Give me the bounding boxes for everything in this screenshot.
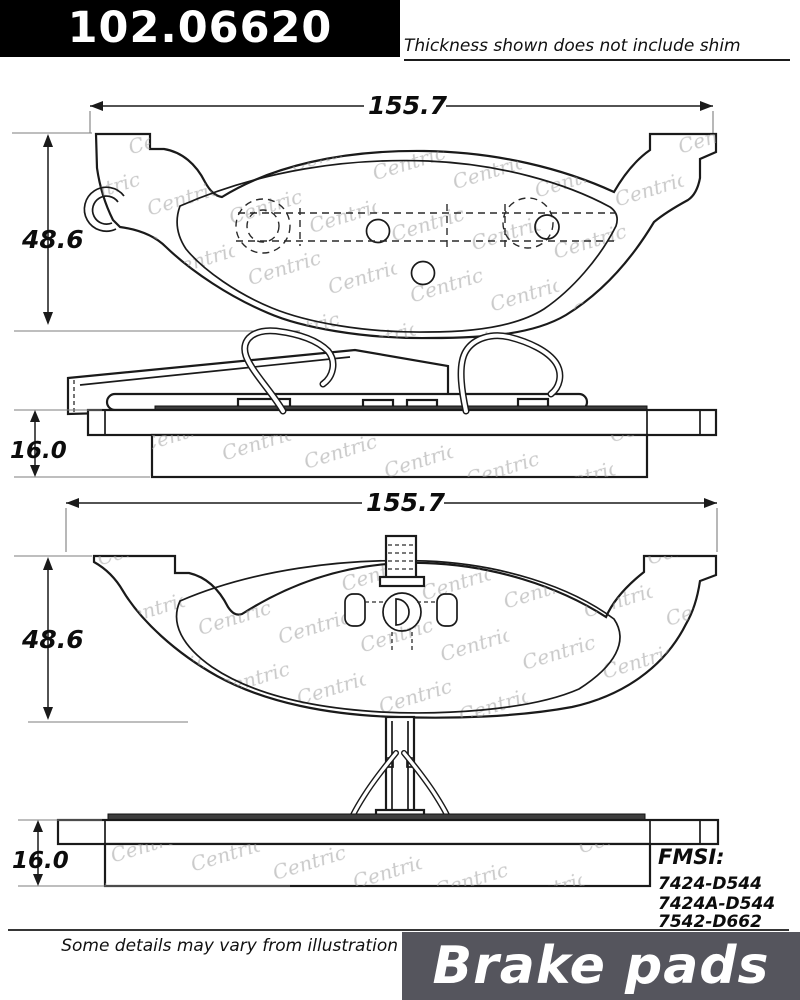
pad-side-view-1: 16.0 <box>10 327 718 479</box>
sensor-base <box>378 575 426 588</box>
pad-watermark-fill-2 <box>94 556 716 718</box>
fmsi-block: FMSI: 7424-D544 7424A-D544 7542-D662 <box>658 845 775 932</box>
arrowhead-down <box>30 465 40 477</box>
dim-height-label-2: 48.6 <box>21 625 84 654</box>
pad-side-view-2: 16.0 <box>12 715 720 888</box>
dashed-guide-circle <box>246 209 280 243</box>
arrowhead-left <box>90 101 103 111</box>
arrowhead-up <box>33 820 43 832</box>
footer-note-text: Some details may vary from illustration <box>61 936 398 956</box>
arrowhead-left <box>66 498 79 508</box>
part-number: 102.06620 <box>67 3 333 53</box>
rivet-hole <box>410 260 436 286</box>
sensor-wing <box>344 593 366 627</box>
retainer-clip-highlight <box>242 328 336 413</box>
fmsi-code: 7542-D662 <box>658 912 762 932</box>
friction-outline-1 <box>176 159 618 333</box>
dim-thickness-label-1: 16.0 <box>10 438 67 464</box>
product-banner-label: Brake pads <box>432 936 770 996</box>
arrowhead-down <box>43 312 53 325</box>
spring-arm-highlight <box>402 751 449 817</box>
arrowhead-up <box>43 134 53 147</box>
dim-width-label-1: 155.7 <box>368 91 448 120</box>
dim-label-bg <box>364 90 446 120</box>
sensor-d-slot <box>395 598 410 626</box>
part-number-plate: 102.06620 <box>0 0 400 57</box>
thickness-note-text: Thickness shown does not include shim <box>404 36 741 56</box>
dashed-guide-circle <box>502 197 554 249</box>
friction-watermark-2 <box>105 844 650 886</box>
pad-face-view-2: 155.7 48.6 <box>14 487 718 723</box>
thickness-note: Thickness shown does not include shim <box>404 36 790 61</box>
product-banner: Brake pads <box>402 932 800 1000</box>
rivet-hole <box>365 218 391 244</box>
arrowhead-up <box>43 557 53 570</box>
sensor-pin <box>384 715 416 821</box>
friction-watermark-1 <box>152 435 647 477</box>
wear-sensor-detail <box>344 534 458 652</box>
arrowhead-up <box>30 410 40 422</box>
pad-watermark-fill-1 <box>96 134 716 339</box>
dim-width-label-2: 155.7 <box>366 488 446 517</box>
dim-height-label-1: 48.6 <box>21 225 84 254</box>
sensor-ring <box>382 592 422 632</box>
arrowhead-down <box>33 874 43 886</box>
pad-face-view-1: 155.7 48.6 <box>12 90 718 340</box>
dashed-guide-circle <box>235 198 291 254</box>
sensor-wing <box>436 593 458 627</box>
fmsi-heading: FMSI: <box>658 845 725 869</box>
arrowhead-down <box>43 707 53 720</box>
hook-tab-outer <box>83 186 125 232</box>
footer-note: Some details may vary from illustration <box>58 936 398 956</box>
arrowhead-right <box>700 101 713 111</box>
retainer-clip-highlight <box>459 333 562 413</box>
fmsi-code: 7424-D544 <box>658 874 762 894</box>
dim-label-bg <box>362 487 444 517</box>
spring-arm-highlight <box>351 751 398 817</box>
sensor-body <box>384 534 418 580</box>
hook-tab-inner <box>91 195 119 225</box>
rivet-hole <box>534 214 560 240</box>
backing-plate-1 <box>86 408 718 437</box>
fmsi-code: 7424A-D544 <box>658 894 775 914</box>
arrowhead-right <box>704 498 717 508</box>
backing-plate-2 <box>56 818 720 846</box>
dim-thickness-label-2: 16.0 <box>12 848 69 874</box>
shim-inner-line <box>79 356 351 386</box>
